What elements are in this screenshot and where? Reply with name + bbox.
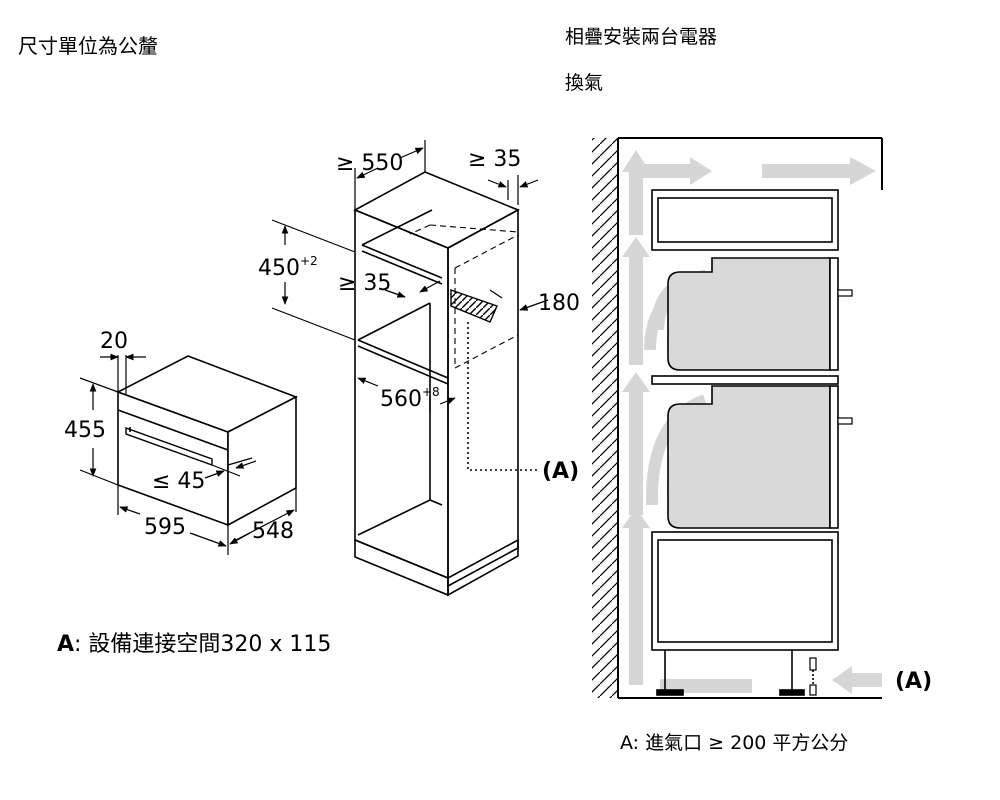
cabinet-dimension-lines xyxy=(271,140,549,412)
dim-appliance-height: 455 xyxy=(64,418,106,443)
dim-cabinet-depth: ≥ 550 xyxy=(336,151,403,176)
dim-appliance-depth: 548 xyxy=(252,519,294,544)
middle-shelf xyxy=(651,375,839,385)
upper-cabinet xyxy=(651,189,839,251)
wall-hatch xyxy=(592,138,618,698)
vent-opening xyxy=(450,289,498,323)
legend-a-text: : 設備連接空間320 x 115 xyxy=(74,632,332,657)
dim-niche-width: 560+8 xyxy=(380,385,440,412)
lower-oven xyxy=(667,385,853,529)
callout-a-right: (A) xyxy=(895,669,932,694)
dim-niche-width-tol: +8 xyxy=(422,385,440,399)
appliance-drawing xyxy=(116,355,298,527)
leader-a xyxy=(467,322,540,471)
stacking-title: 相疊安裝兩台電器 xyxy=(565,26,718,48)
dim-gap-top: ≥ 35 xyxy=(468,147,521,172)
callout-a-left: (A) xyxy=(542,459,579,484)
legend-a: A: 設備連接空間320 x 115 xyxy=(57,626,331,658)
dim-niche-height: 450+2 xyxy=(258,254,318,281)
base-cabinet xyxy=(651,531,839,696)
dim-gap-inner: ≥ 35 xyxy=(338,271,391,296)
dim-vent-depth: 180 xyxy=(538,291,580,316)
legend-a-letter: A xyxy=(57,632,75,657)
niche-outline xyxy=(409,224,519,369)
dim-handle-projection: ≤ 45 xyxy=(152,469,205,494)
dim-appliance-width: 595 xyxy=(144,515,186,540)
dim-panel-offset: 20 xyxy=(100,329,128,354)
dim-niche-width-value: 560 xyxy=(380,387,422,412)
tall-cabinet-drawing xyxy=(353,171,520,597)
dim-niche-height-tol: +2 xyxy=(300,254,318,268)
appliance-dimension-lines xyxy=(79,353,297,555)
air-intake-note: A: 進氣口 ≥ 200 平方公分 xyxy=(620,732,849,754)
upper-oven xyxy=(667,257,853,371)
units-note: 尺寸單位為公釐 xyxy=(18,34,158,58)
ventilation-title: 換氣 xyxy=(565,72,604,94)
ventilation-section: (A) xyxy=(592,137,932,699)
dim-niche-height-value: 450 xyxy=(258,256,300,281)
